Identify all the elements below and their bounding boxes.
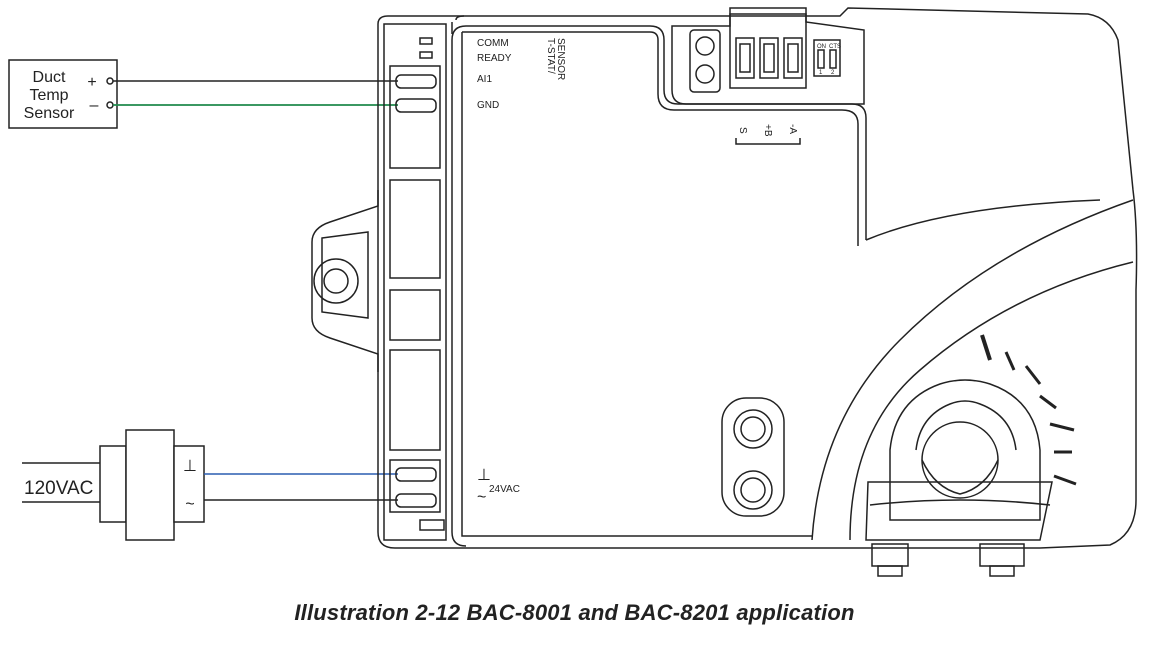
- tstat-label-line1: T-STAT/: [545, 38, 556, 74]
- bus-b-label: +B: [762, 124, 773, 137]
- board-ac-symbol: ~: [477, 489, 486, 506]
- transformer-core: [125, 429, 175, 541]
- board-ground-symbol: ⊥: [477, 467, 491, 484]
- lower-hole-bottom: [733, 470, 773, 510]
- sensor-label-line1: Duct: [33, 69, 66, 86]
- gnd-label: GND: [477, 100, 499, 111]
- lower-hole-top: [733, 409, 773, 449]
- mounting-hole-outer: [313, 258, 359, 304]
- figure-caption: Illustration 2-12 BAC-8001 and BAC-8201 …: [294, 600, 855, 625]
- sensor-label-line2: Temp: [29, 87, 68, 104]
- vac-label: 24VAC: [489, 484, 520, 495]
- dip-on-label: ON: [817, 44, 826, 50]
- terminal-24vac: [395, 493, 437, 508]
- terminal-ai1: [395, 74, 437, 89]
- dip-cts-label: CTS: [829, 44, 841, 50]
- bus-s-label: S: [737, 127, 748, 134]
- bus-a-label: -A: [787, 124, 798, 134]
- ac-input-label: 120VAC: [24, 478, 93, 499]
- mounting-hole-inner: [323, 268, 349, 294]
- sensor-minus-label: –: [90, 97, 99, 114]
- mounting-tab: [311, 190, 379, 372]
- sensor-label-line3: Sensor: [24, 105, 75, 122]
- comm-connector-housing: [671, 13, 865, 105]
- dip-1-label: 1: [819, 70, 823, 76]
- power-terminal-block: [389, 459, 441, 513]
- tstat-label-line2: SENSOR: [555, 38, 566, 80]
- terminal-ground: [395, 467, 437, 482]
- scale-tick: [980, 334, 992, 361]
- duct-temp-sensor-box: [8, 59, 118, 129]
- shaft-coupling: [921, 421, 999, 499]
- sensor-plus-label: +: [87, 74, 96, 91]
- dip-switch: [813, 39, 841, 77]
- actuator-dome-outer: [811, 199, 1134, 541]
- board-panel: [451, 25, 867, 240]
- ai1-label: AI1: [477, 74, 492, 85]
- dip-2-label: 2: [831, 70, 835, 76]
- terminal-gnd: [395, 98, 437, 113]
- comm-label: COMM: [477, 38, 509, 49]
- controller-housing: [377, 7, 1138, 549]
- terminal-strip-column: [383, 23, 447, 541]
- transformer-secondary: [173, 445, 205, 523]
- transformer-ac-symbol: ~: [185, 496, 194, 513]
- shaft-clamp: [889, 379, 1041, 521]
- transformer-ground-symbol: ⊥: [183, 458, 197, 475]
- sensor-terminal-block: [389, 65, 441, 169]
- transformer-primary: [99, 445, 127, 523]
- bus-bracket: [735, 138, 801, 145]
- ready-label: READY: [477, 53, 512, 64]
- network-terminal-plug: [729, 7, 807, 89]
